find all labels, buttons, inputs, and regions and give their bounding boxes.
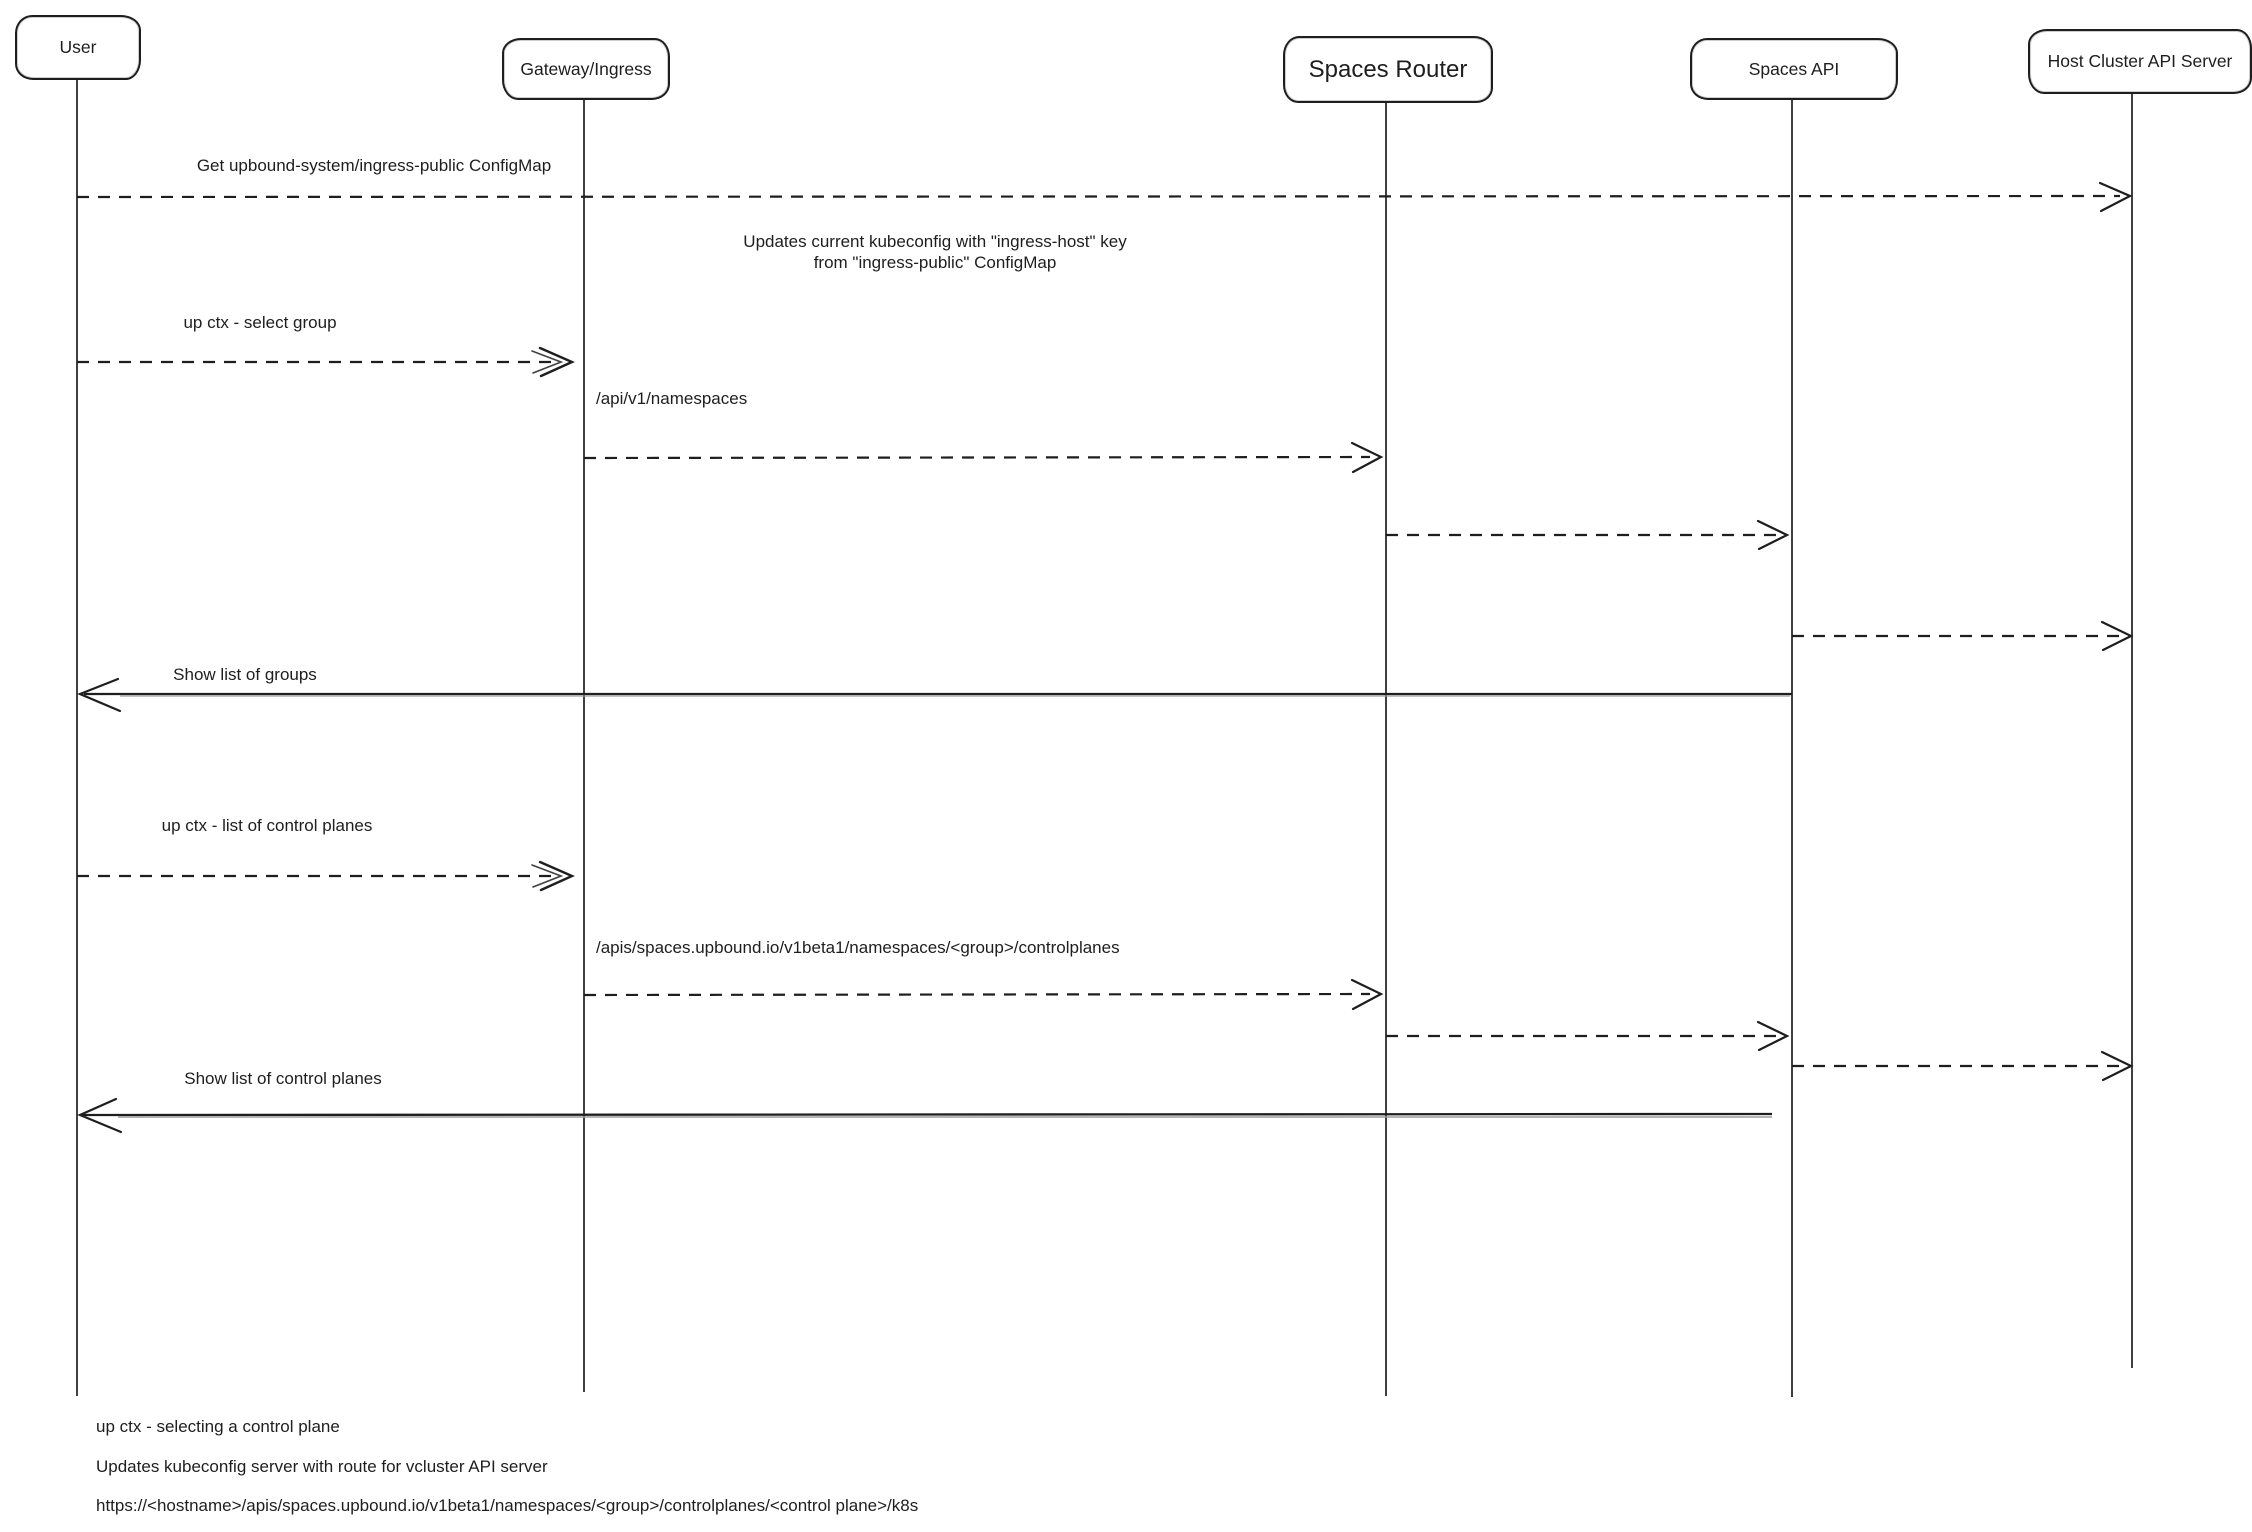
arrow-router-to-api-1 (1386, 519, 1790, 551)
actor-label-host-cluster-api-server: Host Cluster API Server (2047, 51, 2233, 71)
actor-label-gateway-ingress: Gateway/Ingress (520, 58, 652, 79)
arrow-router-to-api-2 (1386, 1020, 1790, 1052)
actor-label-spaces-api: Spaces API (1748, 58, 1840, 79)
arrow-show-list-of-control-planes (77, 1097, 1773, 1134)
actor-box-host-cluster-api-server: Host Cluster API Server (2028, 29, 2252, 94)
note-updates-kubeconfig: Updates current kubeconfig with "ingress… (743, 231, 1126, 273)
arrow-get-configmap (76, 181, 2133, 213)
arrow-apis-spaces-controlplanes (583, 978, 1384, 1011)
message-label-get-configmap: Get upbound-system/ingress-public Config… (196, 156, 552, 175)
message-label-apis-spaces-controlplanes: /apis/spaces.upbound.io/v1beta1/namespac… (596, 938, 1120, 957)
arrow-api-to-host-1 (1792, 620, 2134, 652)
message-label-show-list-of-groups: Show list of groups (173, 665, 317, 684)
footnote-vcluster-url: https://<hostname>/apis/spaces.upbound.i… (96, 1496, 919, 1515)
actor-box-spaces-router: Spaces Router (1283, 36, 1493, 103)
footnote-selecting-control-plane: up ctx - selecting a control plane (96, 1417, 340, 1436)
arrow-api-to-host-2 (1792, 1050, 2134, 1082)
arrow-up-ctx-list-control-planes (77, 860, 575, 892)
arrow-api-v1-namespaces (583, 441, 1384, 474)
footnote-updates-kubeconfig-server: Updates kubeconfig server with route for… (96, 1457, 548, 1476)
message-label-api-v1-namespaces: /api/v1/namespaces (596, 389, 748, 408)
arrow-up-ctx-select-group (77, 346, 575, 378)
note-line-1: Updates current kubeconfig with "ingress… (743, 232, 1127, 251)
actor-box-gateway-ingress: Gateway/Ingress (502, 38, 670, 100)
message-label-show-list-of-control-planes: Show list of control planes (184, 1069, 382, 1088)
actor-box-user: User (15, 15, 141, 80)
actor-label-user: User (59, 37, 97, 57)
actor-box-spaces-api: Spaces API (1690, 38, 1898, 100)
message-label-up-ctx-select-group: up ctx - select group (183, 313, 337, 332)
note-line-2: from "ingress-public" ConfigMap (813, 253, 1057, 272)
actor-label-spaces-router: Spaces Router (1308, 55, 1468, 83)
message-label-up-ctx-list-control-planes: up ctx - list of control planes (161, 816, 373, 835)
arrow-show-list-of-groups (77, 677, 1792, 713)
